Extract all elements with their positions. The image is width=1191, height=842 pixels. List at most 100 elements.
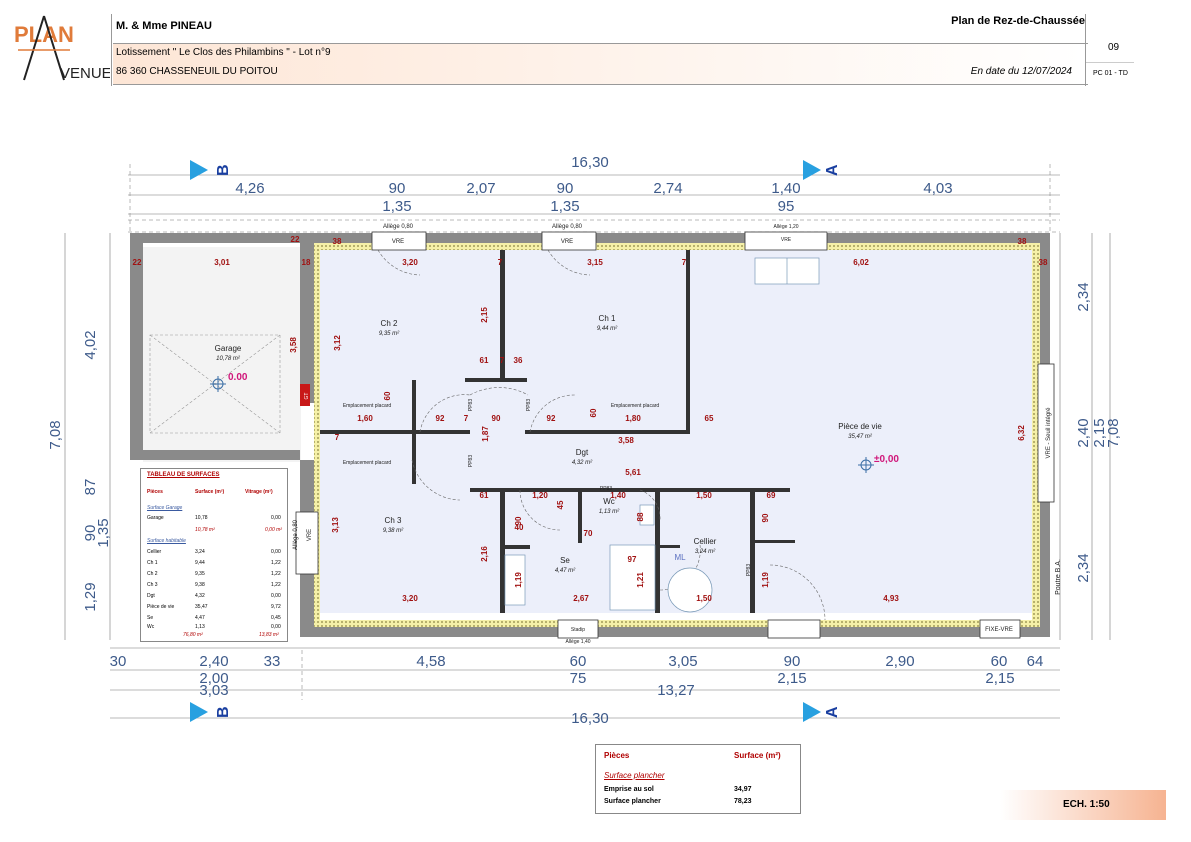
idim: 2,16 — [480, 546, 489, 562]
level-garage: 0.00 — [228, 372, 248, 383]
dim-right-2: 2,34 — [1075, 553, 1092, 582]
surfaces-garage-total-vit: 0,00 m² — [265, 527, 282, 533]
dim-bot-3: 4,58 — [416, 653, 445, 670]
page-code: PC 01 - TD — [1093, 70, 1128, 77]
surf-row-area: 4,32 — [195, 593, 205, 599]
surfaces-group-garage: Surface Garage — [147, 505, 183, 511]
surf-row-name: Cellier — [147, 549, 162, 555]
idim: 97 — [628, 555, 637, 564]
idim: 3,20 — [402, 258, 418, 267]
logo-text-venue: VENUE — [60, 65, 110, 82]
idim: 3,01 — [214, 258, 230, 267]
surf-row-area: 9,44 — [195, 560, 205, 566]
room-name-garage: Garage — [215, 344, 242, 353]
label-allege-left: Allège 0,80 — [293, 519, 299, 550]
room-name-ch2: Ch 2 — [381, 319, 398, 328]
idim: 2,67 — [573, 594, 589, 603]
idim: 1,21 — [636, 572, 645, 588]
label-placard-3: Emplacement placard — [343, 460, 392, 466]
idim: 61 — [480, 491, 489, 500]
dim-top-1: 90 — [389, 180, 406, 197]
dim-left-total: 7,08 — [47, 420, 64, 449]
idim: 3,58 — [289, 337, 298, 353]
dim-right-0: 2,34 — [1075, 282, 1092, 311]
surf-row-name: Ch 2 — [147, 571, 158, 577]
idim: 60 — [383, 391, 392, 400]
dim-top-6: 4,03 — [923, 180, 952, 197]
idim: 70 — [584, 529, 593, 538]
section-mark-a-top: A — [824, 164, 841, 176]
surf-row-vit: 1,22 — [271, 582, 281, 588]
room-area-ch1: 9,44 m² — [597, 326, 618, 332]
label-fixe-vre: FIXE-VRE — [985, 627, 1013, 633]
idim: 7 — [498, 258, 503, 267]
label-vre-1: VRE — [392, 239, 404, 245]
surf-row-vit: 1,22 — [271, 571, 281, 577]
idim: 88 — [636, 512, 645, 521]
label-pp83-4: PP83 — [746, 564, 752, 576]
dim-bot-6: 90 — [784, 653, 801, 670]
idim: 18 — [302, 258, 311, 267]
idim: 92 — [547, 414, 556, 423]
lot-name: Lotissement " Le Clos des Philambins " -… — [116, 47, 331, 58]
surfaces-group-hab: Surface habitable — [147, 538, 186, 544]
idim: 65 — [705, 414, 714, 423]
surf-row-name: Ch 1 — [147, 560, 158, 566]
idim: 1,50 — [696, 594, 712, 603]
dim-bot-2: 33 — [264, 653, 281, 670]
label-vre-left: VRE — [307, 529, 313, 541]
label-pp83-2: PP83 — [526, 399, 532, 411]
surf-row-area: 3,24 — [195, 549, 205, 555]
idim: 5,61 — [625, 468, 641, 477]
dim-bot2-1: 75 — [570, 670, 587, 687]
label-placard-1: Emplacement placard — [343, 403, 392, 409]
dim-total-bottom: 16,30 — [571, 710, 609, 727]
surf-row-area: 4,47 — [195, 615, 205, 621]
room-area-cellier: 3,24 m² — [695, 549, 716, 555]
dim-top2-0: 1,35 — [382, 198, 411, 215]
room-name-ch1: Ch 1 — [599, 314, 616, 323]
floor-table-section: Surface plancher — [604, 771, 665, 780]
idim: 69 — [767, 491, 776, 500]
floor-table-head-piece: Pièces — [604, 751, 630, 760]
floor-table-row-value: 34,97 — [734, 786, 752, 793]
room-area-wc: 1,13 m² — [599, 509, 620, 515]
dim-total-top: 16,30 — [571, 154, 609, 171]
idim: 92 — [436, 414, 445, 423]
idim: 4,93 — [883, 594, 899, 603]
room-area-ch2: 9,35 m² — [379, 331, 400, 337]
idim: 40 — [515, 523, 524, 532]
surf-row-name: Ch 3 — [147, 582, 158, 588]
idim: 3,15 — [587, 258, 603, 267]
dim-top-5: 1,40 — [771, 180, 800, 197]
surf-row-area: 9,35 — [195, 571, 205, 577]
room-area-garage: 10,78 m² — [216, 356, 241, 362]
idim: 7 — [464, 414, 469, 423]
idim: 61 — [480, 356, 489, 365]
room-name-dgt: Dgt — [576, 448, 589, 457]
room-area-vie: 35,47 m² — [848, 434, 873, 440]
label-ml: ML — [674, 553, 686, 562]
idim: 22 — [291, 235, 300, 244]
idim: 22 — [133, 258, 142, 267]
label-poutre: Poutre B.A. — [1055, 559, 1062, 595]
label-pp83: PP83 — [600, 486, 612, 492]
idim: 90 — [514, 516, 523, 525]
dim-bot-8: 60 — [991, 653, 1008, 670]
idim: 1,20 — [532, 491, 548, 500]
logo-text-plan: PLAN — [14, 22, 74, 47]
dim-left-135: 1,35 — [95, 518, 112, 547]
idim: 60 — [589, 408, 598, 417]
dim-bot-1: 2,40 — [199, 653, 228, 670]
floor-table-row-name: Surface plancher — [604, 798, 661, 805]
surfaces-total-vit: 13,83 m² — [259, 632, 279, 638]
dim-left-2: 90 — [82, 525, 99, 542]
surf-row-vit: 0,45 — [271, 615, 281, 621]
label-allege-140: Allège 1,40 — [565, 639, 590, 645]
label-pp83-1: PP83 — [468, 399, 474, 411]
idim: 38 — [1039, 258, 1048, 267]
floor-table-row-name: Emprise au sol — [604, 786, 654, 793]
surf-row-vit: 0,00 — [271, 549, 281, 555]
label-vre-2: VRE — [561, 239, 573, 245]
idim: 1,40 — [610, 491, 626, 500]
